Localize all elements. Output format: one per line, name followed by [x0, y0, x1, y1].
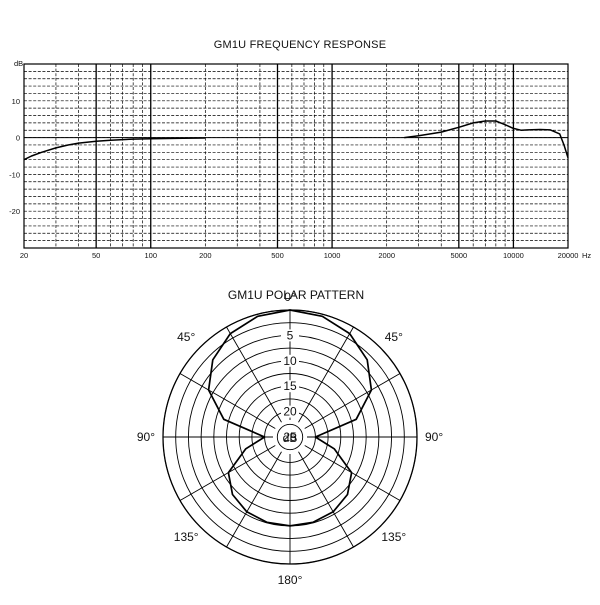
polar-series	[207, 309, 373, 527]
polar-angle-label: 135°	[381, 530, 406, 544]
polar-ring-label-bg	[281, 354, 299, 367]
frequency-x-tick-label: 100	[144, 251, 157, 260]
frequency-x-tick-label: 2000	[378, 251, 395, 260]
frequency-grid	[23, 63, 569, 249]
polar-spoke	[298, 451, 354, 548]
polar-spoke	[179, 373, 276, 429]
polar-spoke	[226, 451, 282, 548]
frequency-chart-title: GM1U FREQUENCY RESPONSE	[214, 39, 386, 51]
polar-ring-label-bg	[281, 405, 299, 418]
frequency-x-tick-label: 20000	[558, 251, 579, 260]
polar-angle-label: 90°	[137, 430, 155, 444]
frequency-x-tick-label: 500	[271, 251, 284, 260]
frequency-x-tick-label: 50	[92, 251, 100, 260]
frequency-series	[23, 120, 569, 161]
polar-angle-label: 45°	[177, 330, 195, 344]
frequency-x-tick-label: 20	[20, 251, 28, 260]
polar-ring	[276, 423, 304, 451]
polar-ring-label: 10	[283, 354, 297, 368]
frequency-response-line	[23, 137, 206, 161]
polar-angle-label: 180°	[278, 573, 303, 587]
frequency-x-tick-label: 1000	[324, 251, 341, 260]
polar-angle-label: 90°	[425, 430, 443, 444]
polar-center-label: dB	[283, 431, 298, 445]
polar-spoke	[226, 326, 282, 423]
frequency-y-tick-label: -10	[9, 170, 20, 179]
frequency-x-axis-label: Hz	[582, 251, 591, 260]
polar-pattern-line	[207, 309, 373, 527]
polar-ring-label: 20	[283, 405, 297, 419]
polar-angle-label: 135°	[174, 530, 199, 544]
polar-ring-label-bg	[281, 329, 299, 342]
polar-spoke	[298, 326, 354, 423]
frequency-x-tick-label: 200	[199, 251, 212, 260]
polar-ring-label: 15	[283, 379, 297, 393]
polar-chart-title: GM1U POLAR PATTERN	[228, 288, 364, 302]
polar-spoke	[304, 373, 401, 429]
polar-angle-label: 0°	[284, 290, 296, 304]
frequency-plot-frame	[23, 63, 569, 249]
polar-ring-label-bg	[281, 431, 299, 443]
frequency-y-tick-label: -20	[9, 207, 20, 216]
polar-ring-label: 25	[283, 430, 297, 444]
frequency-y-tick-label: 0	[16, 134, 20, 143]
frequency-y-axis-label: dB	[14, 59, 23, 68]
polar-ring-label: 5	[287, 328, 294, 342]
polar-angle-label: 45°	[385, 330, 403, 344]
frequency-response-line	[404, 120, 569, 159]
frequency-x-tick-label: 5000	[450, 251, 467, 260]
polar-ring-label-bg	[281, 380, 299, 393]
frequency-y-tick-label: 10	[12, 97, 20, 106]
frequency-x-tick-label: 10000	[503, 251, 524, 260]
